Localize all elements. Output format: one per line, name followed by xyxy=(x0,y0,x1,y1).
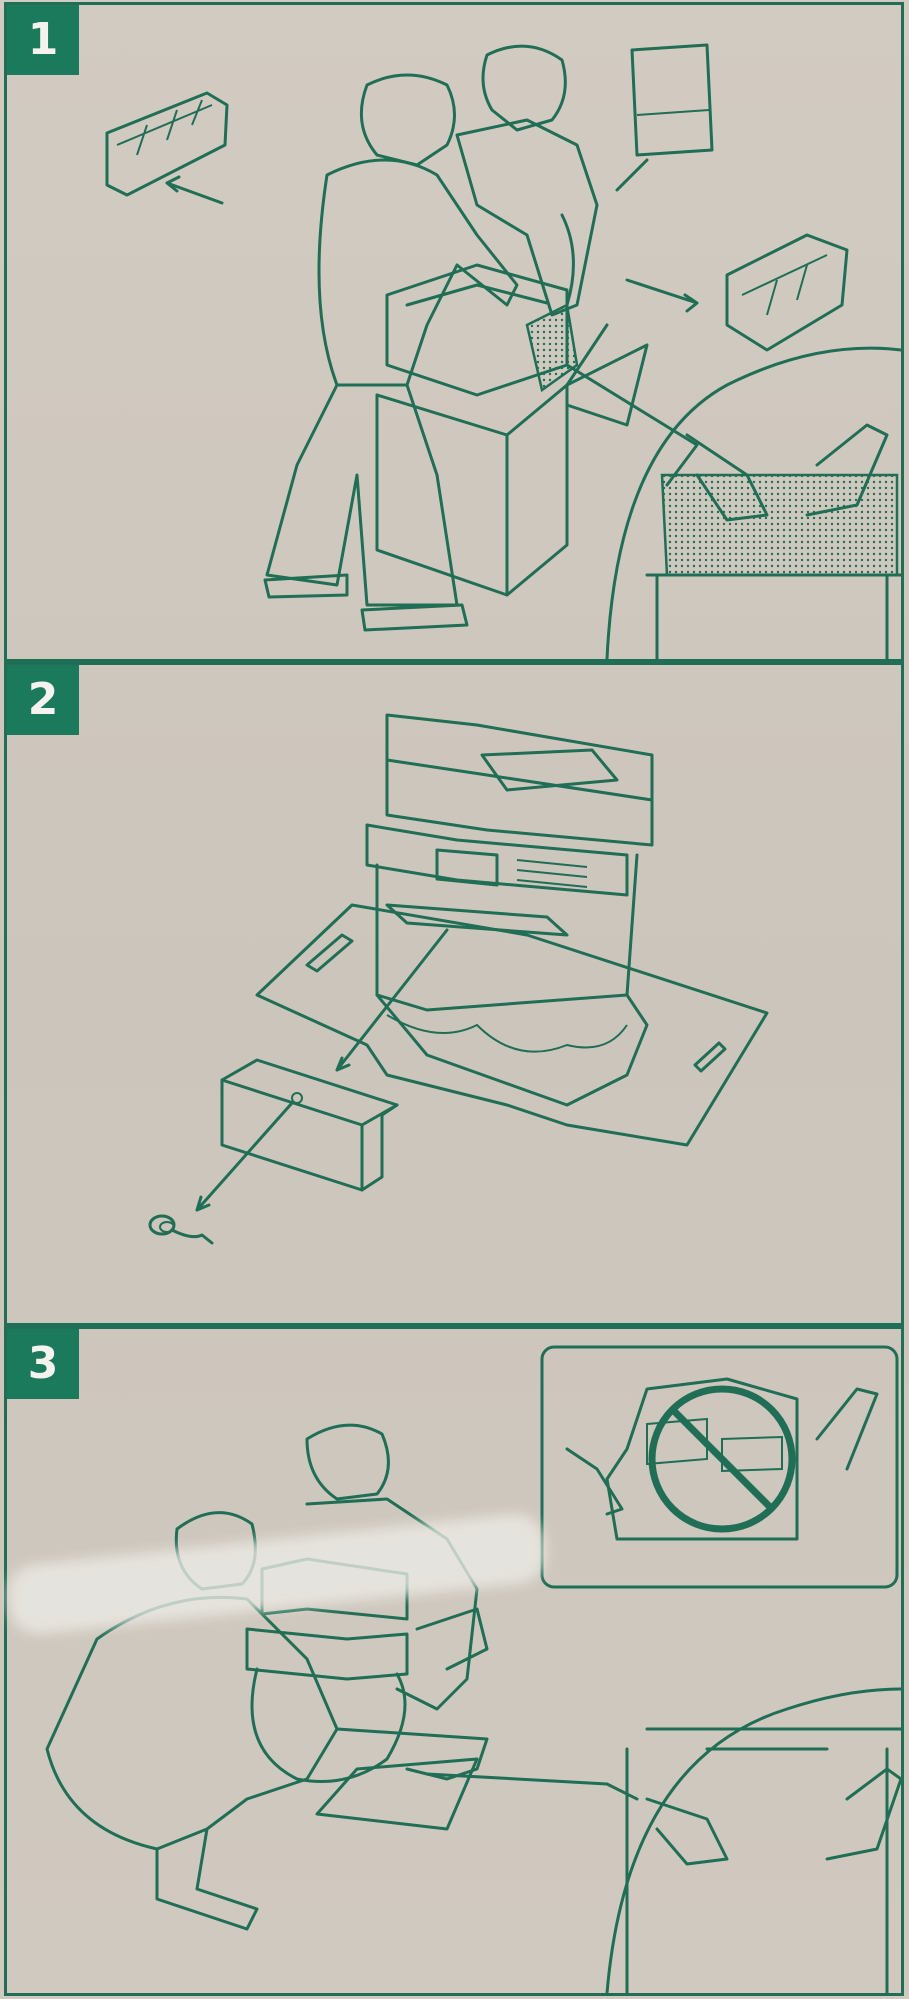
inset-warning xyxy=(540,1345,899,1589)
step-3-illustration xyxy=(45,1345,901,1993)
packing-foam-icon xyxy=(630,43,714,157)
printer-icon xyxy=(365,713,654,1107)
step-3-panel: 3 xyxy=(4,1326,904,1996)
prohibited-icon xyxy=(648,1385,796,1533)
packing-foam-icon xyxy=(105,91,229,197)
person-icon xyxy=(455,44,599,317)
accessory-box-icon xyxy=(220,1058,399,1192)
step-2-illustration xyxy=(148,713,769,1245)
person-icon xyxy=(305,1423,489,1711)
step-1-illustration xyxy=(105,43,901,659)
hands-lifting-icon xyxy=(565,346,901,659)
box-icon xyxy=(375,323,649,597)
step-1-panel: 1 xyxy=(4,2,904,662)
cardboard-base-icon xyxy=(315,1757,479,1831)
power-cord-icon xyxy=(148,1214,214,1245)
cardboard-base-icon xyxy=(255,903,769,1147)
step-2-number: 2 xyxy=(7,665,79,735)
step-3-number: 3 xyxy=(7,1329,79,1399)
person-icon xyxy=(263,73,519,632)
packing-foam-icon xyxy=(725,233,849,352)
step-2-panel: 2 xyxy=(4,662,904,1326)
hands-lifting-icon xyxy=(425,1687,901,1993)
step-1-number: 1 xyxy=(7,5,79,75)
